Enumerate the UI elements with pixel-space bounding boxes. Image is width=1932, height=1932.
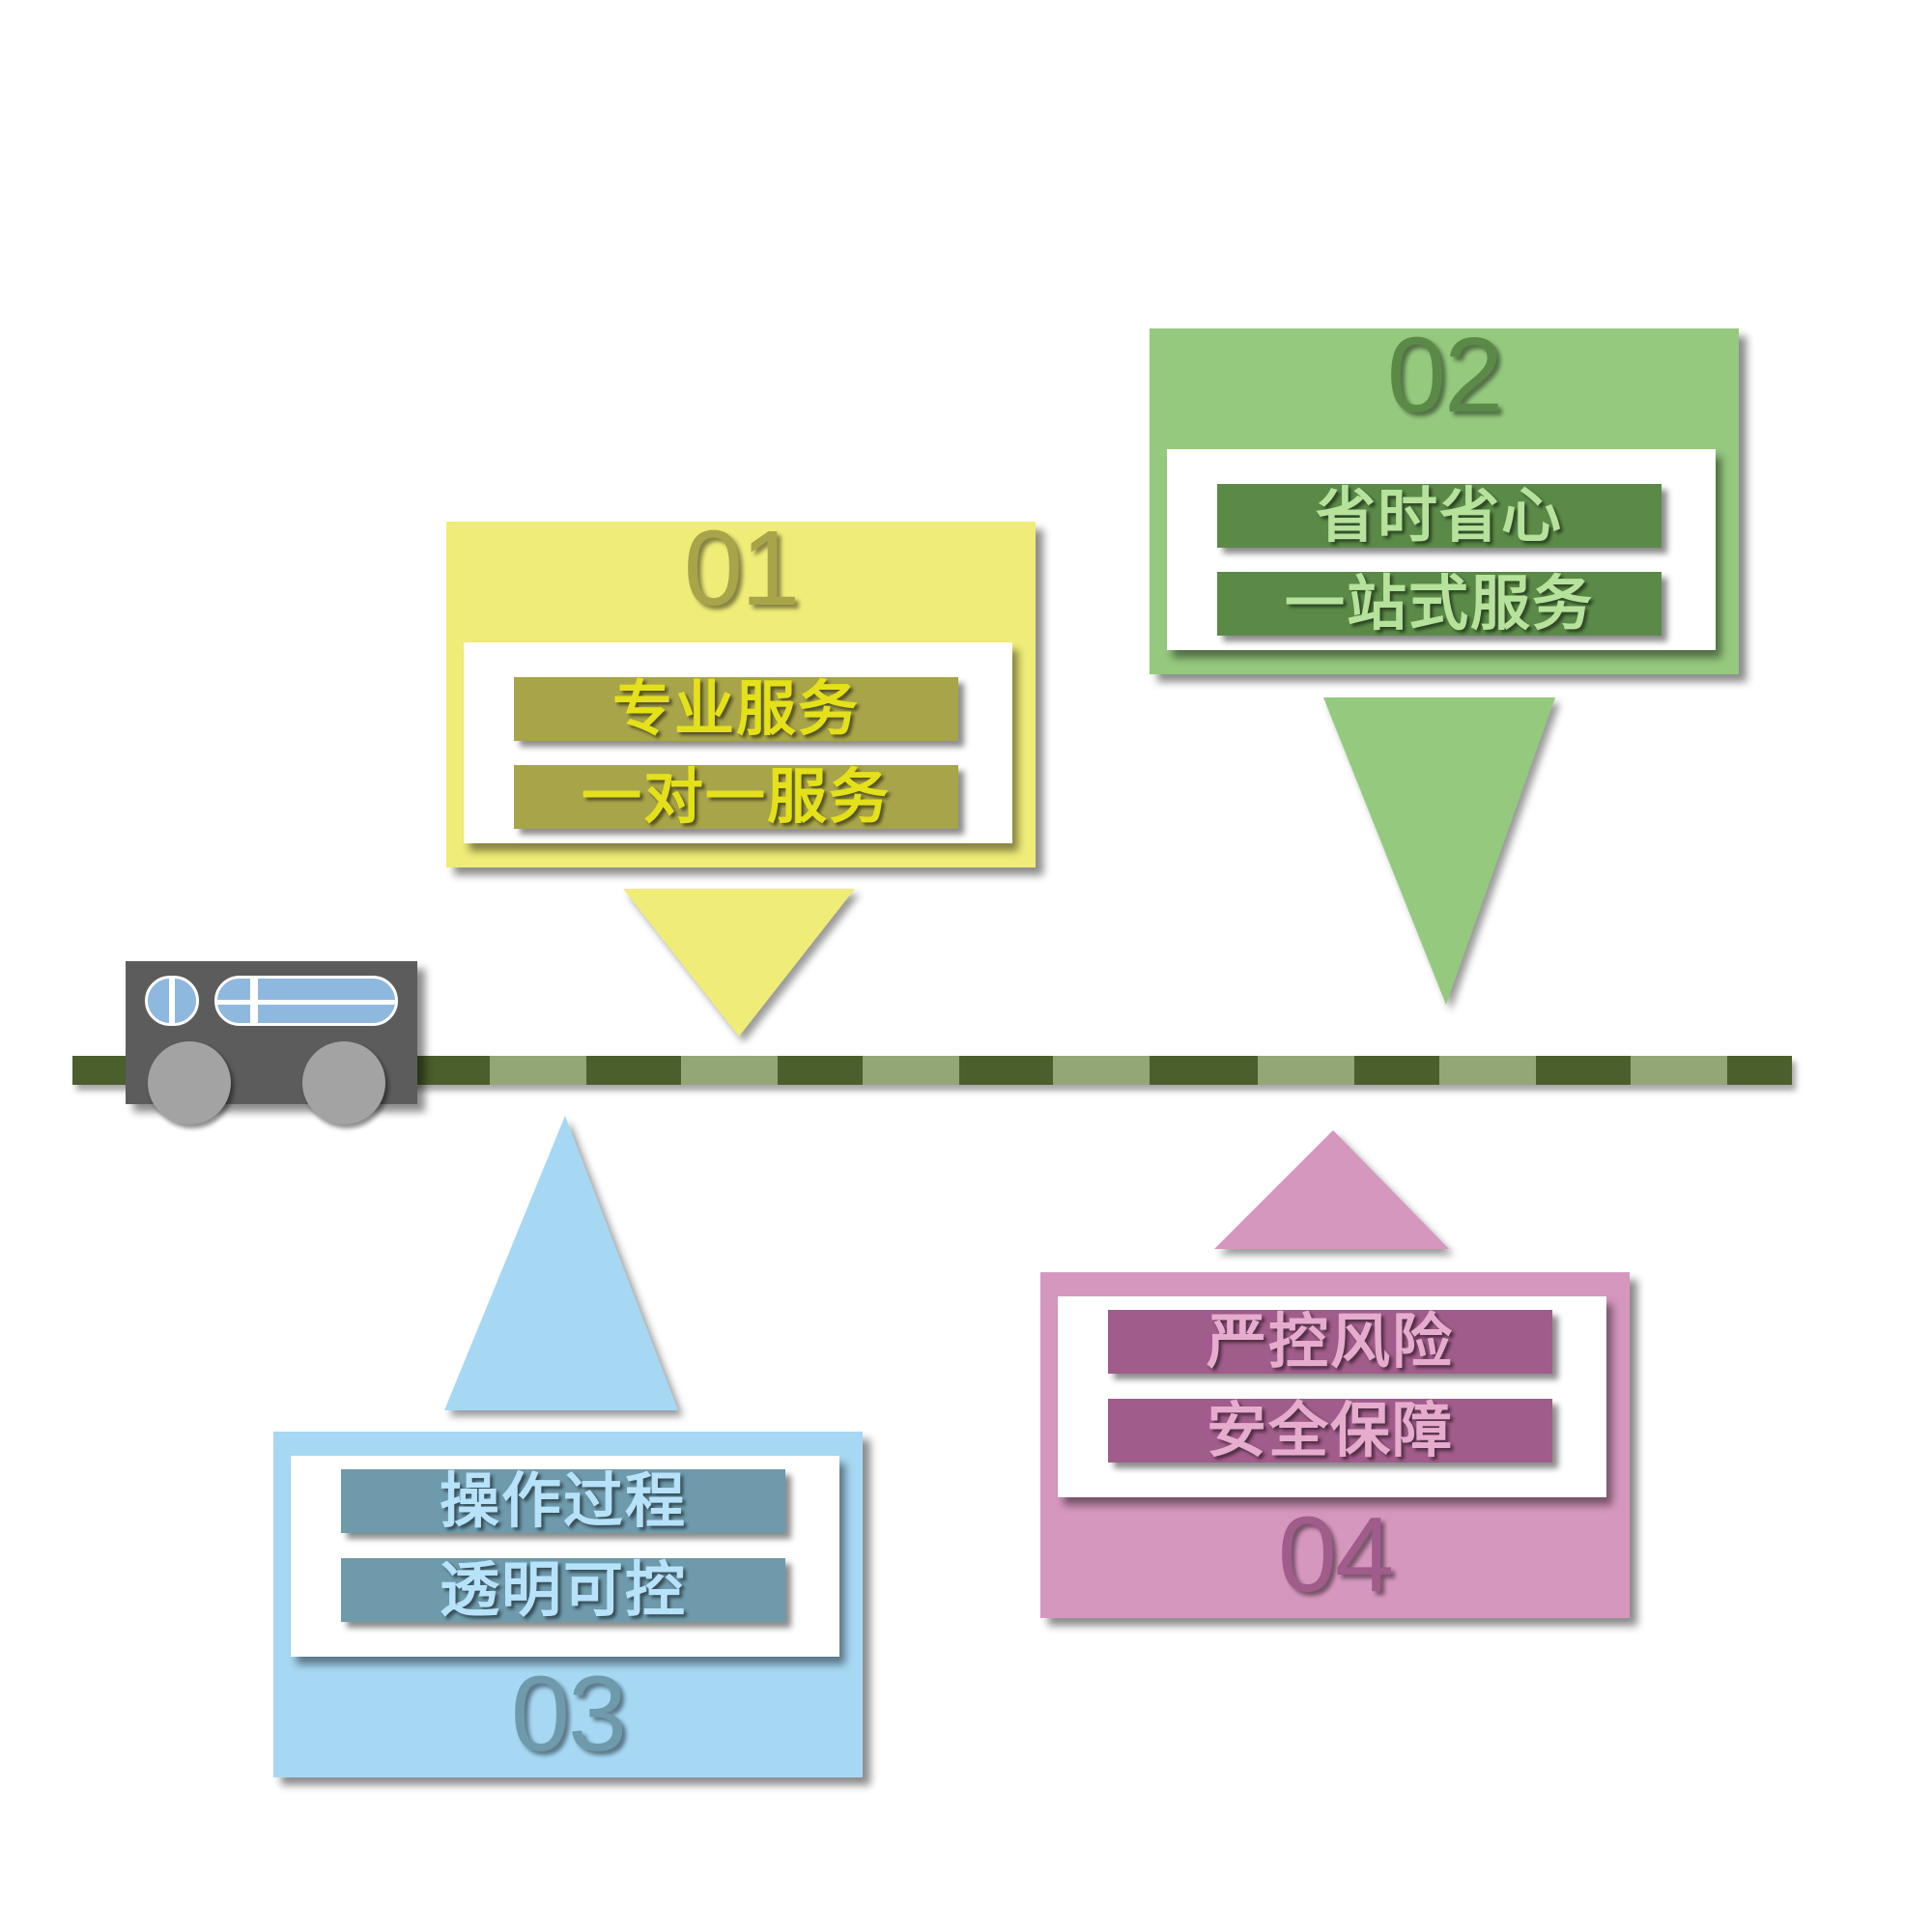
track-tie	[1053, 1056, 1150, 1085]
track-tie	[1439, 1056, 1536, 1085]
card-line-2: 一站式服务	[1284, 568, 1594, 639]
track-tie	[681, 1056, 778, 1085]
card-line-1: 严控风险	[1206, 1306, 1454, 1377]
card-line-2: 安全保障	[1206, 1395, 1454, 1465]
card-panel: 专业服务 一对一服务	[464, 642, 1012, 843]
track-tie	[490, 1056, 586, 1085]
card-number: 01	[683, 509, 800, 628]
card-line-strip: 一对一服务	[514, 765, 958, 829]
card-line-strip: 操作过程	[341, 1469, 785, 1533]
track-tie	[863, 1056, 959, 1085]
card-04: 严控风险 安全保障 04	[1040, 1272, 1630, 1618]
card-03: 操作过程 透明可控 03	[273, 1432, 863, 1777]
card-line-strip: 一站式服务	[1217, 572, 1662, 636]
card-line-strip: 严控风险	[1108, 1310, 1552, 1374]
card-panel: 严控风险 安全保障	[1058, 1296, 1606, 1497]
card-line-1: 专业服务	[611, 673, 860, 744]
card-line-strip: 专业服务	[514, 677, 958, 741]
train-window-front	[145, 976, 199, 1026]
card-number: 02	[1386, 316, 1503, 435]
track-tie	[1631, 1056, 1727, 1085]
card-panel: 省时省心 一站式服务	[1167, 449, 1716, 650]
card-line-strip: 省时省心	[1217, 484, 1662, 548]
card-number: 03	[510, 1655, 627, 1774]
card-number: 04	[1277, 1495, 1394, 1614]
train-window-side	[214, 976, 398, 1026]
train-wheel-rear	[302, 1041, 385, 1124]
card-line-1: 省时省心	[1315, 480, 1563, 551]
card-02: 02 省时省心 一站式服务	[1150, 323, 1739, 674]
card-panel: 操作过程 透明可控	[291, 1456, 839, 1657]
card-line-strip: 透明可控	[341, 1558, 785, 1622]
train-wheel-front	[148, 1041, 231, 1124]
card-01: 01 专业服务 一对一服务	[446, 516, 1036, 867]
card-line-strip: 安全保障	[1108, 1399, 1552, 1463]
card-line-1: 操作过程	[439, 1465, 687, 1536]
card-line-2: 透明可控	[439, 1554, 687, 1625]
card-line-2: 一对一服务	[581, 761, 891, 832]
track-tie	[1258, 1056, 1354, 1085]
